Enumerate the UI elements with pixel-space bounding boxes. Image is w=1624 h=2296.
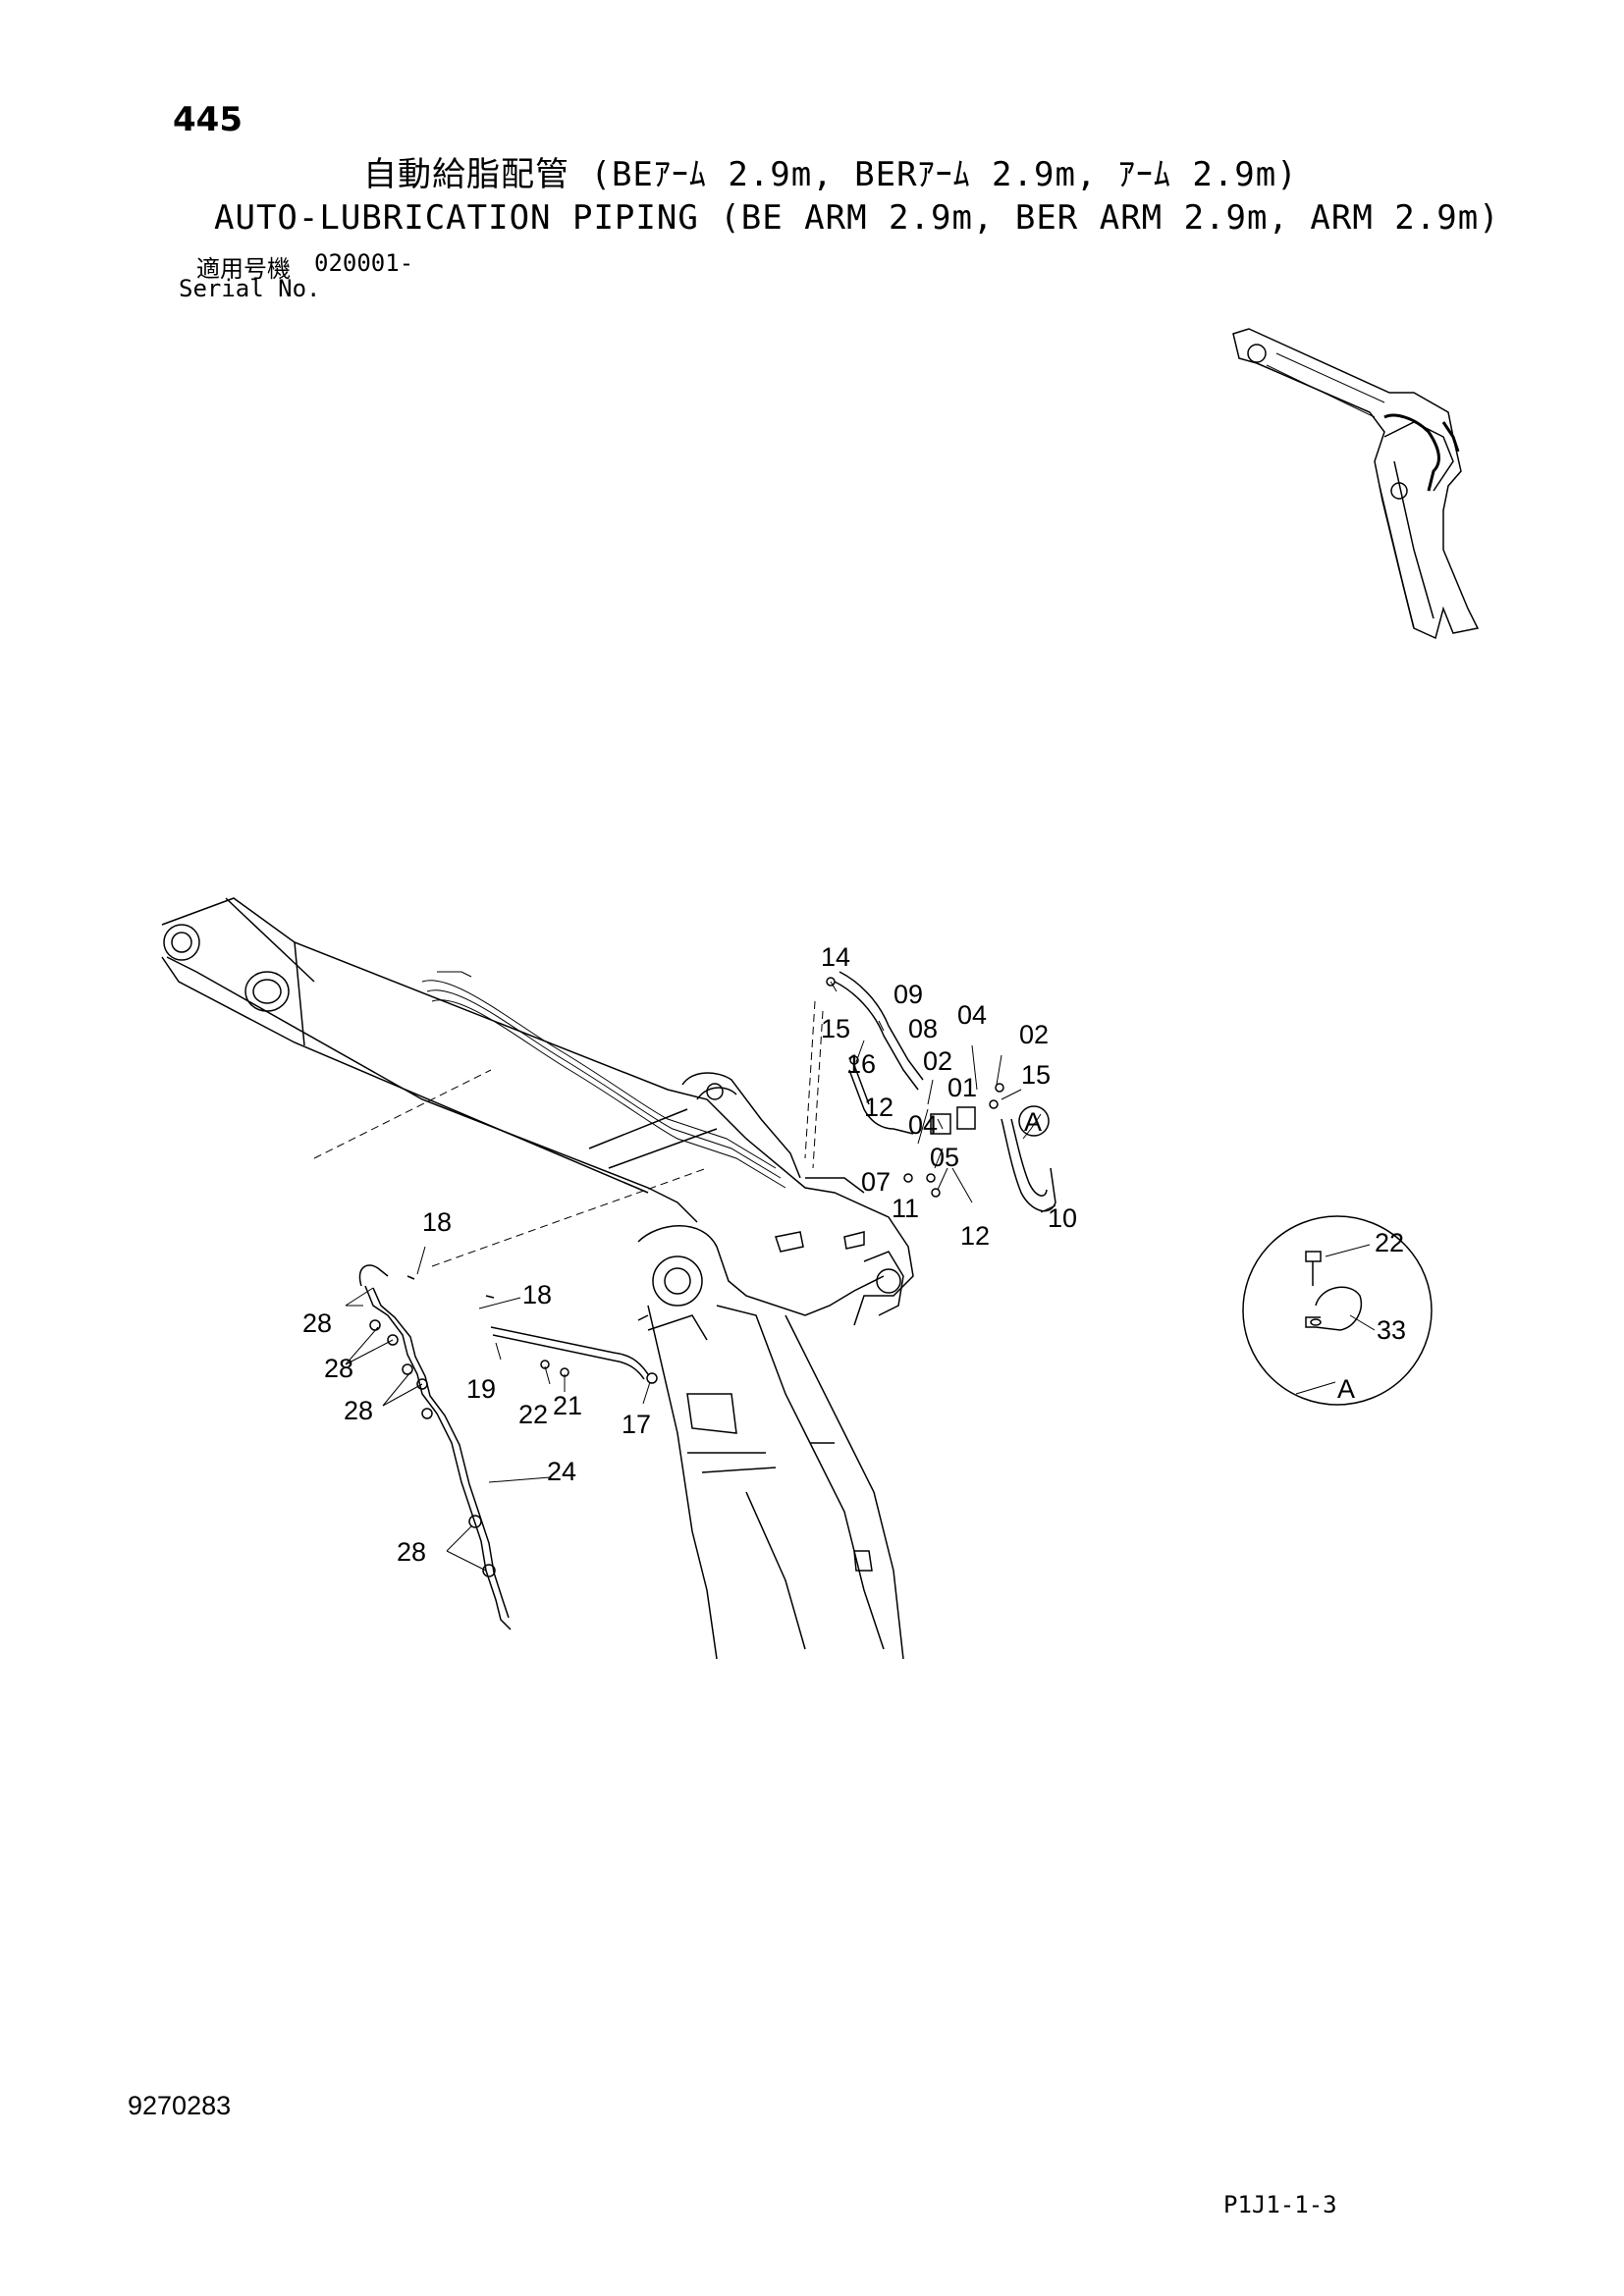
callout-07: 07 [861, 1167, 891, 1197]
serial-value: 020001- [314, 249, 414, 277]
callout-10: 10 [1048, 1203, 1077, 1233]
callout-15: 15 [821, 1014, 850, 1043]
callout-05: 05 [930, 1143, 959, 1172]
title-english: AUTO-LUBRICATION PIPING (BE ARM 2.9m, BE… [214, 198, 1500, 238]
document-number: 9270283 [128, 2091, 232, 2120]
callout-labels: 14 09 15 08 04 02 16 02 15 12 01 04 07 0… [302, 942, 1406, 1567]
callout-24: 24 [547, 1457, 576, 1486]
detail-label-a: A [1337, 1374, 1355, 1404]
callout-11: 11 [892, 1194, 919, 1223]
callout-12: 12 [960, 1221, 990, 1251]
detail-callout-33: 33 [1377, 1315, 1406, 1345]
callout-a: A [1024, 1107, 1042, 1137]
callout-19: 19 [466, 1374, 496, 1404]
title-japanese: 自動給脂配管 (BEｱｰﾑ 2.9m, BERｱｰﾑ 2.9m, ｱｰﾑ 2.9… [363, 155, 1298, 194]
callout-04: 04 [908, 1110, 938, 1140]
callout-12: 12 [864, 1093, 893, 1122]
callout-02: 02 [1019, 1020, 1049, 1049]
callout-28: 28 [324, 1354, 353, 1383]
callout-04: 04 [957, 1000, 987, 1030]
callout-09: 09 [893, 980, 923, 1009]
serial-label-japanese: 適用号機 [196, 255, 291, 283]
callout-08: 08 [908, 1014, 938, 1043]
callout-28: 28 [397, 1537, 426, 1567]
callout-16: 16 [846, 1049, 876, 1079]
callout-21: 21 [553, 1391, 582, 1420]
callout-28: 28 [302, 1308, 332, 1338]
detail-callout-22: 22 [1375, 1228, 1404, 1257]
callout-18: 18 [522, 1280, 552, 1309]
callout-28: 28 [344, 1396, 373, 1425]
boom-arm-drawing [161, 897, 914, 1660]
location-thumbnail [1232, 328, 1480, 640]
detail-a [1242, 1215, 1433, 1406]
serial-label-english: Serial No. [179, 275, 321, 302]
callout-15: 15 [1021, 1060, 1051, 1090]
lower-piping-parts [345, 1246, 658, 1630]
callout-01: 01 [947, 1073, 977, 1102]
callout-14: 14 [821, 942, 850, 972]
page-number: 445 [173, 100, 243, 139]
callout-02: 02 [923, 1046, 952, 1076]
callout-18: 18 [422, 1207, 452, 1237]
upper-piping-parts [826, 971, 1056, 1213]
page-code: P1J1-1-3 [1223, 2191, 1337, 2218]
callout-22: 22 [518, 1400, 548, 1429]
callout-17: 17 [622, 1410, 651, 1439]
